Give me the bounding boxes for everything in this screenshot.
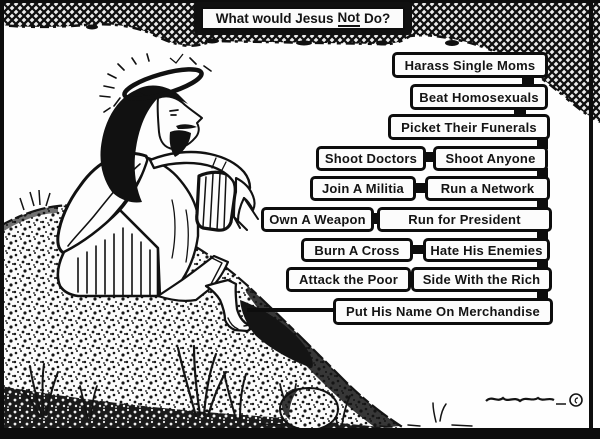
connector-rich-merchandise xyxy=(537,289,548,301)
connector-militia-network xyxy=(413,183,428,193)
label-box-shoot-anyone: Shoot Anyone xyxy=(433,146,548,171)
copyright-icon xyxy=(569,393,583,407)
label-box-side-with-the-rich: Side With the Rich xyxy=(411,267,552,292)
title-suffix: Do? xyxy=(364,11,391,26)
connector-weapon-president xyxy=(371,213,380,224)
halo-icon xyxy=(99,53,212,113)
label-box-join-a-militia: Join A Militia xyxy=(310,176,416,201)
connector-network-president xyxy=(537,198,548,210)
connector-shoot-doctors-anyone xyxy=(422,152,436,162)
connector-beat-picket xyxy=(514,107,526,117)
connector-shoot-anyone-network xyxy=(537,168,548,179)
label-box-beat-homosexuals: Beat Homosexuals xyxy=(410,84,548,110)
label-box-run-a-network: Run a Network xyxy=(425,176,550,201)
label-box-hate-his-enemies: Hate His Enemies xyxy=(423,238,550,262)
connector-president-enemies xyxy=(537,229,548,241)
label-box-burn-a-cross: Burn A Cross xyxy=(301,238,413,262)
title-box: What would Jesus Not Do? xyxy=(201,7,405,30)
boulder xyxy=(279,387,339,431)
jesus-figure xyxy=(56,53,313,368)
title-prefix: What would Jesus xyxy=(215,11,334,26)
connector-foot-merchandise-line xyxy=(247,308,335,312)
label-box-run-for-president: Run for President xyxy=(377,207,552,232)
connector-enemies-rich xyxy=(537,259,548,270)
label-box-own-a-weapon: Own A Weapon xyxy=(261,207,374,232)
title-emphasis: Not xyxy=(337,10,360,27)
connector-cross-enemies xyxy=(410,245,426,254)
label-box-shoot-doctors: Shoot Doctors xyxy=(316,146,426,171)
connector-picket-shoot-anyone xyxy=(537,137,548,149)
label-box-put-his-name-on-merchandise: Put His Name On Merchandise xyxy=(333,298,553,325)
label-box-harass-single-moms: Harass Single Moms xyxy=(392,52,548,78)
label-box-attack-the-poor: Attack the Poor xyxy=(286,267,411,292)
label-box-picket-their-funerals: Picket Their Funerals xyxy=(388,114,550,140)
artist-signature xyxy=(485,393,583,407)
